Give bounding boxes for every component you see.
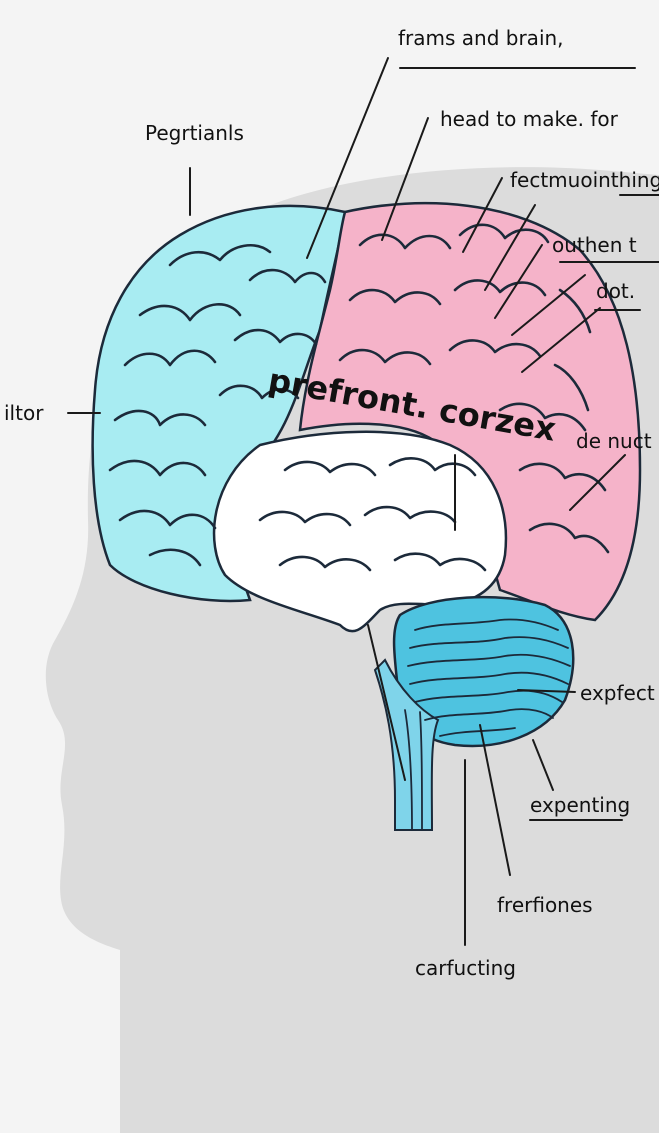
pegrtianls-label: Pegrtianls — [145, 121, 244, 145]
outhen-label: outhen t — [552, 233, 637, 257]
head-to-make-label: head to make. for — [440, 107, 619, 131]
de-nuct-label: de nuct — [576, 429, 652, 453]
expenting-label: expenting — [530, 793, 630, 817]
expfect-label: expfect — [580, 681, 655, 705]
top-title-label: frams and brain, — [398, 26, 564, 50]
fectmuointhing-label: fectmuointhing — [510, 168, 659, 192]
carfucting-label: carfucting — [415, 956, 516, 980]
iltor-label: iltor — [4, 401, 44, 425]
dot-label: dot. — [596, 279, 635, 303]
frerfiones-label: frerfiones — [497, 893, 593, 917]
